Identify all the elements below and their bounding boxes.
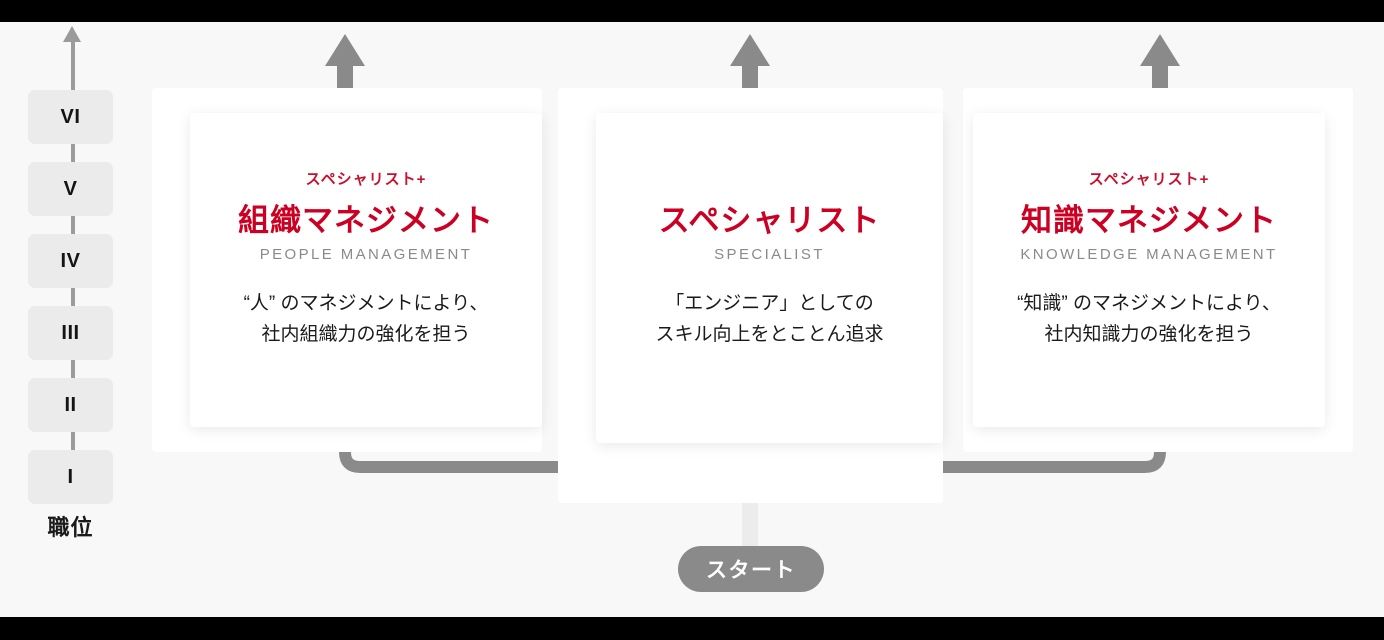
rank-box-i: I xyxy=(28,450,113,504)
card-subtitle: PEOPLE MANAGEMENT xyxy=(259,246,473,263)
card-description-line-1: “知識” のマネジメントにより、 xyxy=(1017,293,1281,314)
card-description-line-2: 社内知識力の強化を担う xyxy=(1044,323,1254,345)
rank-box-v: V xyxy=(28,162,113,216)
rank-box-iv: IV xyxy=(28,234,113,288)
rank-axis-label: 職位 xyxy=(47,515,94,540)
track-card[interactable]: スペシャリスト+ 知識マネジメント KNOWLEDGE MANAGEMENT “… xyxy=(973,113,1325,427)
card-badge: スペシャリスト+ xyxy=(1088,171,1210,188)
card-description-line-1: “人” のマネジメントにより、 xyxy=(243,293,489,314)
career-track-specialist[interactable]: スペシャリスト SPECIALIST 「エンジニア」としての スキル向上をとこと… xyxy=(558,88,943,503)
card-description: 「エンジニア」としての スキル向上をとことん追求 xyxy=(596,289,943,351)
letterbox-bottom xyxy=(0,617,1384,640)
card-title: 組織マネジメント xyxy=(238,203,494,238)
up-arrow-icon xyxy=(1140,34,1180,66)
letterbox-top xyxy=(0,0,1384,22)
card-description-line-1: 「エンジニア」としての xyxy=(665,293,874,314)
card-description-line-2: スキル向上をとことん追求 xyxy=(655,323,884,345)
rank-box-iii: III xyxy=(28,306,113,360)
career-path-diagram: VI V IV III II I 職位 スペシャリスト+ 組織マネジメント xyxy=(0,22,1384,617)
card-description-line-2: 社内組織力の強化を担う xyxy=(261,323,471,345)
up-arrow-icon xyxy=(325,34,365,66)
track-card[interactable]: スペシャリスト+ 組織マネジメント PEOPLE MANAGEMENT “人” … xyxy=(190,113,542,427)
career-track-knowledge-management[interactable]: スペシャリスト+ 知識マネジメント KNOWLEDGE MANAGEMENT “… xyxy=(963,88,1353,452)
card-description: “知識” のマネジメントにより、 社内知識力の強化を担う xyxy=(973,289,1325,351)
card-title: 知識マネジメント xyxy=(1021,203,1277,238)
rank-box-ii: II xyxy=(28,378,113,432)
rank-box-vi: VI xyxy=(28,90,113,144)
card-title: スペシャリスト xyxy=(658,203,881,238)
card-description: “人” のマネジメントにより、 社内組織力の強化を担う xyxy=(190,289,542,351)
rank-axis-arrow-icon xyxy=(63,26,81,42)
up-arrow-icon xyxy=(730,34,770,66)
card-subtitle: SPECIALIST xyxy=(714,246,825,263)
track-card[interactable]: スペシャリスト SPECIALIST 「エンジニア」としての スキル向上をとこと… xyxy=(596,113,943,443)
card-subtitle: KNOWLEDGE MANAGEMENT xyxy=(1020,246,1278,263)
start-button[interactable]: スタート xyxy=(678,546,824,592)
career-track-people-management[interactable]: スペシャリスト+ 組織マネジメント PEOPLE MANAGEMENT “人” … xyxy=(152,88,542,452)
rank-axis: VI V IV III II I 職位 xyxy=(28,22,118,562)
card-badge: スペシャリスト+ xyxy=(305,171,427,188)
